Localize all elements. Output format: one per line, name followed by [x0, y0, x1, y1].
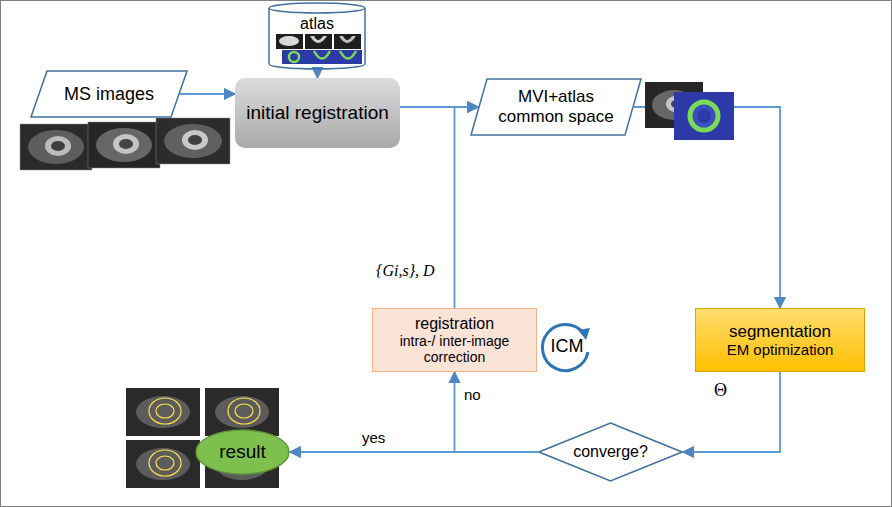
node-content: atlas	[268, 2, 366, 70]
node-outline	[268, 2, 366, 70]
icm-cycle-symbol	[542, 325, 590, 371]
process-box: segmentationEM optimization	[695, 308, 865, 372]
node-content: initial registration	[235, 78, 400, 148]
node-subtitle: intra-/ inter-image correction	[381, 333, 528, 365]
process-box: registrationintra-/ inter-image correcti…	[372, 308, 537, 372]
node-content: converge?	[538, 422, 683, 482]
node-title: MVI+atlas common space	[496, 87, 616, 126]
input-parallelogram: MS images	[30, 70, 188, 118]
atlas-cylinder: atlas	[268, 2, 366, 70]
node-title: MS images	[64, 84, 154, 105]
node-content: result	[195, 429, 290, 475]
process-box: initial registration	[235, 78, 400, 148]
node-title: converge?	[573, 443, 648, 461]
node-title: segmentation	[729, 322, 831, 342]
flow-arrow	[180, 93, 235, 95]
node-subtitle: EM optimization	[727, 341, 834, 358]
flow-arrow	[317, 70, 319, 78]
terminal-ellipse: result	[195, 429, 290, 475]
node-content: registrationintra-/ inter-image correcti…	[373, 309, 536, 371]
node-content: MVI+atlas common space	[470, 78, 642, 136]
node-title: result	[219, 441, 265, 463]
flow-arrow	[455, 372, 539, 452]
decision-diamond: converge?	[538, 422, 683, 482]
edge-label: yes	[360, 429, 387, 446]
cycle-label: ICM	[551, 336, 584, 357]
mvi-atlas-thumbnails	[645, 82, 734, 140]
node-title: atlas	[300, 15, 334, 33]
ms-image-thumbnails	[20, 118, 230, 170]
data-parallelogram: MVI+atlas common space	[470, 78, 642, 136]
edge-label: Θ	[712, 380, 729, 401]
node-content: MS images	[30, 70, 188, 118]
node-title: initial registration	[246, 102, 389, 124]
edge-label: no	[462, 386, 483, 403]
edge-label: {Gi,s}, D	[374, 262, 437, 280]
flow-arrow	[683, 372, 780, 452]
atlas-thumbnails	[276, 34, 362, 64]
node-title: registration	[415, 315, 494, 333]
flow-arrow	[455, 107, 479, 308]
node-content: segmentationEM optimization	[696, 309, 864, 371]
